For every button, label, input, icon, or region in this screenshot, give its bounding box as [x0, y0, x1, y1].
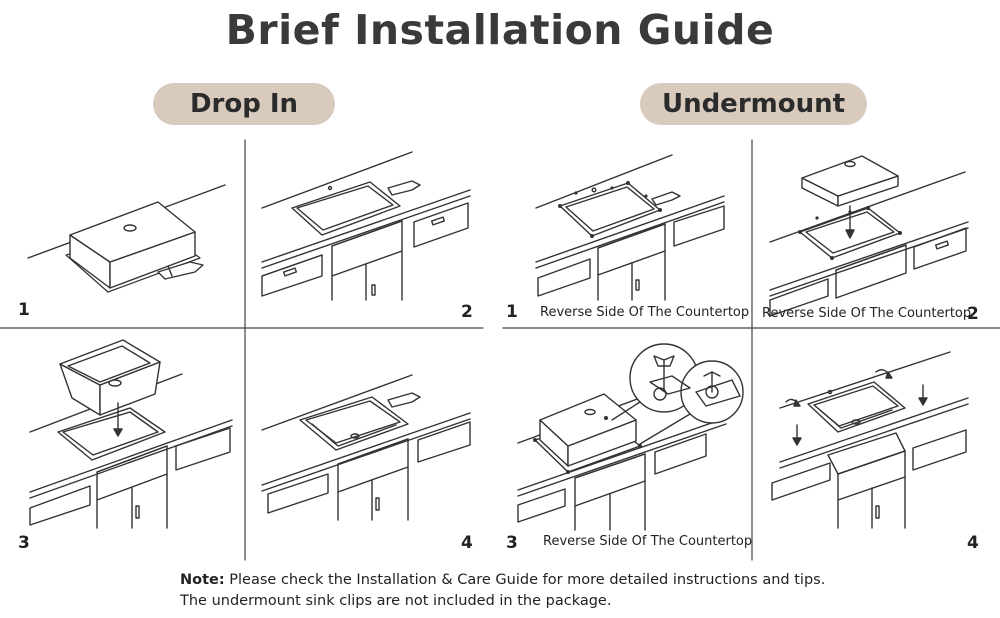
- step-number: 3: [18, 533, 30, 553]
- drop-in-step-1-illustration: [27, 184, 226, 293]
- undermount-step-4-illustration: [771, 351, 969, 529]
- step-number: 4: [967, 533, 979, 553]
- undermount-step-3-illustration: [517, 343, 744, 531]
- note-line-2: The undermount sink clips are not includ…: [180, 593, 612, 609]
- undermount-step-1-illustration: [535, 154, 725, 301]
- page-title: Brief Installation Guide: [225, 6, 775, 54]
- step-number: 3: [506, 533, 518, 553]
- section-label-undermount: Undermount: [640, 83, 867, 125]
- section-label-drop-in: Drop In: [153, 83, 335, 125]
- drop-in-step-4-illustration: [261, 374, 471, 521]
- step-number: 1: [18, 300, 30, 320]
- note-line-1: Please check the Installation & Care Gui…: [229, 572, 826, 588]
- step-number: 2: [461, 302, 473, 322]
- note-label: Note:: [180, 572, 225, 588]
- drop-in-step-2-illustration: [261, 151, 471, 301]
- section-label-text: Drop In: [189, 89, 299, 119]
- footer-note: Note: Please check the Installation & Ca…: [180, 570, 825, 612]
- drop-in-step-3-illustration: [29, 339, 233, 529]
- section-label-text: Undermount: [661, 89, 846, 119]
- step-number: 1: [506, 302, 518, 322]
- step-caption: Reverse Side Of The Countertop: [762, 306, 972, 321]
- step-caption: Reverse Side Of The Countertop: [543, 534, 753, 549]
- grid-lines: [0, 139, 1000, 561]
- step-caption: Reverse Side Of The Countertop: [540, 305, 750, 320]
- step-number: 4: [461, 533, 473, 553]
- undermount-step-2-illustration: [769, 155, 969, 317]
- step-number: 2: [967, 304, 979, 324]
